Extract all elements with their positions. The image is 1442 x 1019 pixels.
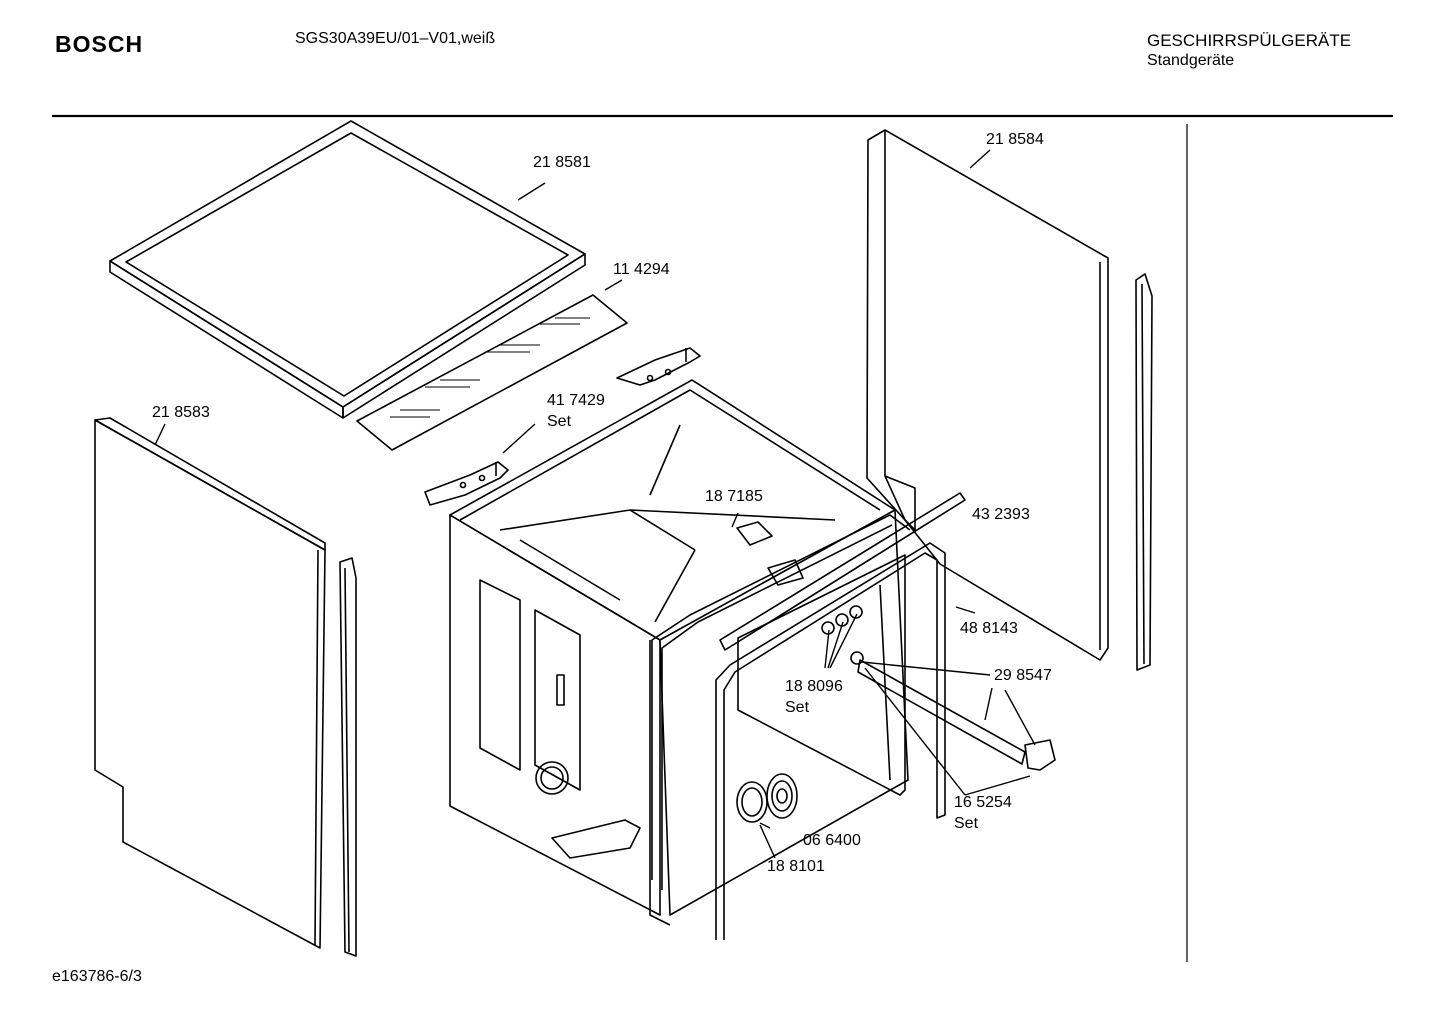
part-label-432393: 43 2393: [972, 506, 1030, 523]
part-mounting-bracket-right: [616, 347, 701, 386]
part-side-panel-left: [94, 417, 326, 949]
part-label-218583: 21 8583: [152, 404, 210, 421]
part-label-165254: 16 5254: [954, 794, 1012, 811]
part-label-066400: 06 6400: [803, 832, 861, 849]
brand-logo: BOSCH: [55, 31, 144, 57]
model-number: SGS30A39EU/01–V01,weiß: [295, 30, 496, 47]
part-tub-body: [449, 379, 909, 916]
appliance-subcategory: Standgeräte: [1147, 52, 1235, 69]
part-trim-strip-left: [339, 557, 357, 957]
part-trim-strip-right: [1135, 273, 1153, 671]
part-label-188096: 18 8096: [785, 678, 843, 695]
part-mounting-bracket-left: [424, 461, 509, 506]
part-label-218584: 21 8584: [986, 131, 1044, 148]
part-side-panel-right: [866, 129, 1109, 661]
part-label-417429-note: Set: [547, 413, 572, 430]
part-hinge-bracket: [736, 521, 804, 586]
part-top-cover: [109, 120, 586, 419]
part-seal-strip: [715, 492, 966, 940]
part-insulation-mat: [356, 294, 628, 451]
part-label-417429: 41 7429: [547, 392, 605, 409]
part-label-114294: 11 4294: [613, 261, 670, 278]
drawing-id: e163786-6/3: [52, 968, 142, 985]
part-door-frame: [649, 514, 911, 926]
part-base-plate: [737, 554, 906, 796]
part-label-218581: 21 8581: [533, 154, 591, 171]
part-label-165254-note: Set: [954, 815, 979, 832]
part-label-188101: 18 8101: [767, 858, 825, 875]
part-label-188096-note: Set: [785, 699, 810, 716]
part-door-hinge-arm: [857, 659, 1056, 771]
leader-lines: [154, 149, 1036, 859]
part-label-187185: 18 7185: [705, 488, 763, 505]
part-label-298547: 29 8547: [994, 667, 1052, 684]
part-filter-cover: [766, 773, 798, 819]
part-label-488143: 48 8143: [960, 620, 1018, 637]
appliance-category: GESCHIRRSPÜLGERÄTE: [1147, 31, 1352, 50]
